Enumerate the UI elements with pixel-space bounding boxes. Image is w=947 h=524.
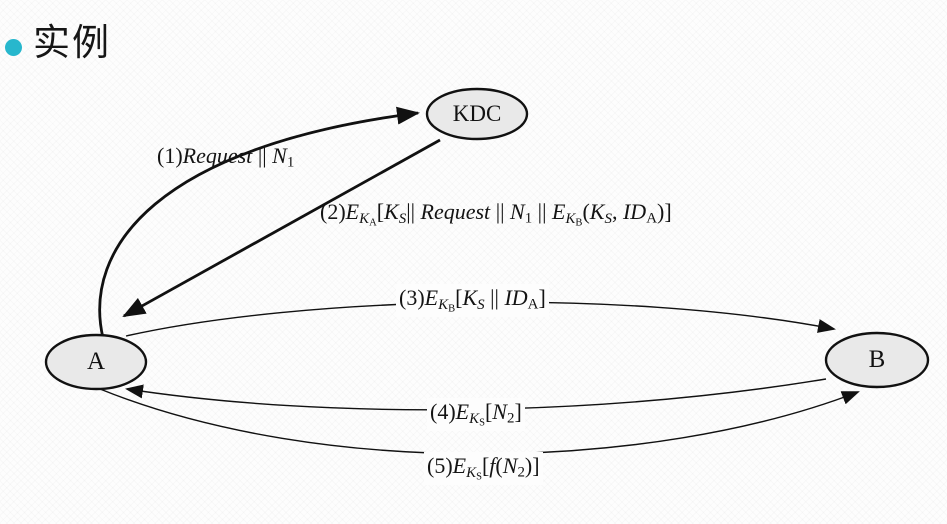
bullet-icon (5, 38, 22, 56)
label-segment: (2) (320, 199, 346, 224)
label-segment: S (604, 210, 612, 227)
message-label-2: (2)EKA[KS|| Request || N1 || EKB(KS, IDA… (320, 200, 672, 229)
node-label-a: A (86, 348, 106, 375)
label-segment: [ (455, 285, 463, 310)
label-segment: S (476, 471, 482, 483)
label-segment: || (484, 285, 505, 310)
label-segment: (3) (399, 285, 425, 310)
label-segment: (1) (157, 143, 183, 168)
label-segment: 2 (517, 464, 525, 481)
label-segment: K (359, 210, 370, 227)
label-segment: )] (657, 199, 672, 224)
label-segment: K (466, 464, 477, 481)
label-segment: E (452, 453, 467, 478)
label-segment: N (272, 143, 287, 168)
label-segment: f (489, 453, 496, 478)
message-label-4: (4)EKS[N2] (427, 398, 525, 431)
label-segment: ] (538, 285, 546, 310)
label-segment: ] (514, 399, 522, 424)
label-segment: ID (622, 199, 647, 224)
label-segment: [ (481, 453, 490, 478)
node-ellipse-a (44, 333, 148, 391)
label-segment: K (462, 285, 478, 310)
label-segment: Request (420, 199, 491, 224)
label-segment: 2 (506, 410, 515, 427)
label-segment: E (551, 199, 566, 224)
arrow-msg1-a-to-kdc (98, 106, 420, 339)
label-segment: Request (182, 143, 253, 168)
label-segment: E (345, 199, 360, 224)
page-title: 实例 (33, 23, 111, 64)
label-segment: B (575, 217, 583, 229)
label-segment: [ (484, 399, 493, 424)
message-label-3: (3)EKB[KS || IDA] (396, 284, 549, 317)
label-segment: 1 (524, 210, 533, 227)
label-segment: (5) (427, 453, 453, 478)
label-segment: , (611, 199, 623, 224)
label-segment: A (369, 217, 377, 229)
label-segment: ( (582, 199, 590, 224)
label-segment: A (646, 210, 657, 227)
label-segment: (4) (430, 399, 456, 424)
label-segment: K (384, 199, 399, 224)
node-label-b: B (868, 346, 886, 373)
label-segment: 1 (286, 154, 295, 171)
label-segment: ID (504, 285, 528, 310)
label-segment: S (398, 210, 407, 227)
label-segment: N (492, 399, 507, 424)
label-segment: || (490, 199, 510, 224)
label-segment: K (589, 199, 605, 224)
label-segment: K (565, 210, 576, 227)
label-segment: K (469, 410, 480, 427)
label-segment: E (455, 399, 470, 424)
label-segment: N (510, 199, 525, 224)
label-segment: S (479, 417, 485, 429)
arrow-msg2-kdc-to-a (122, 138, 441, 318)
slide-title-row: 实例 (5, 23, 111, 65)
label-segment: B (448, 303, 456, 315)
node-ellipse-b (824, 331, 930, 389)
label-segment: || (532, 199, 552, 224)
label-segment: E (424, 285, 439, 310)
label-segment: A (527, 296, 539, 313)
message-label-5: (5)EKS[f(N2)] (424, 452, 543, 485)
node-ellipse-kdc (425, 87, 529, 141)
label-segment: || (252, 143, 273, 168)
label-segment: || (406, 199, 421, 224)
label-segment: [ (376, 199, 385, 224)
label-segment: ( (495, 453, 503, 478)
label-segment: S (477, 296, 485, 313)
node-label-kdc: KDC (452, 101, 502, 126)
label-segment: K (438, 296, 449, 313)
label-segment: )] (524, 453, 540, 478)
label-segment: N (502, 453, 518, 478)
message-label-1: (1)Request || N1 (157, 144, 294, 171)
